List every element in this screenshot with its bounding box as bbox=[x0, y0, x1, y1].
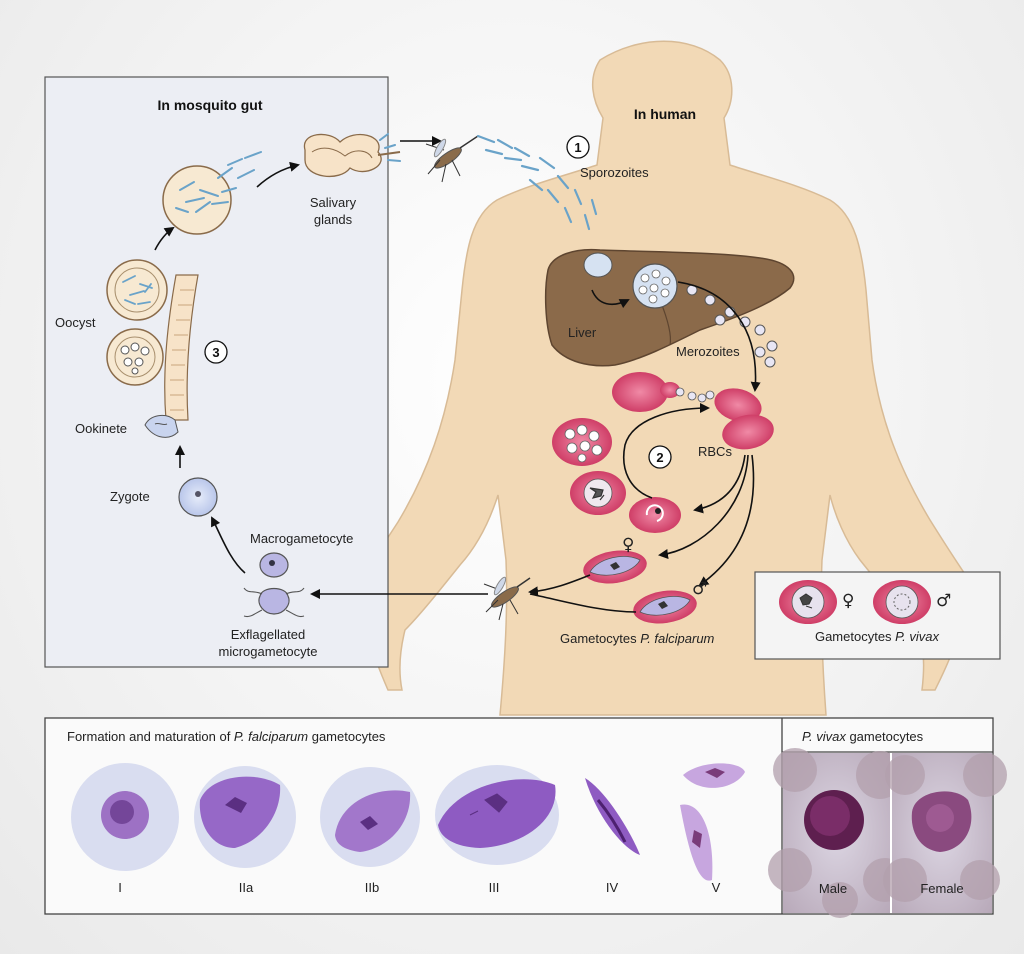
pv-gametocytes-label: Gametocytes P. vivax bbox=[815, 629, 940, 644]
pf-female-symbol: ♀ bbox=[622, 535, 634, 555]
stage-2-number: 2 bbox=[656, 450, 663, 465]
zygote-label: Zygote bbox=[110, 489, 150, 504]
sporozoites-label: Sporozoites bbox=[580, 165, 649, 180]
pf-gametocytes-label: Gametocytes P. falciparum bbox=[560, 631, 715, 646]
stage-label-III: III bbox=[489, 880, 500, 895]
pf-maturation-title: Formation and maturation of P. falciparu… bbox=[67, 729, 386, 744]
pv-male-symbol: ♂ bbox=[936, 591, 951, 611]
liver-development-arrow bbox=[591, 289, 630, 309]
microgametocyte-label-line2: microgametocyte bbox=[219, 644, 318, 659]
pv-female-label: Female bbox=[920, 881, 963, 896]
merozoite-release-arrow bbox=[677, 281, 761, 392]
infected-hepatocyte-early bbox=[583, 252, 613, 278]
rbcs-label: RBCs bbox=[698, 444, 732, 459]
stage-1-number: 1 bbox=[574, 140, 581, 155]
liver-schizont bbox=[632, 263, 678, 309]
pv-micrograph-title-species: P. vivax bbox=[802, 729, 846, 744]
salivary-glands-label-line2: glands bbox=[314, 212, 353, 227]
stage-label-IIb: IIb bbox=[365, 880, 379, 895]
mosquito-biting-bottom bbox=[483, 576, 531, 621]
pv-female-symbol: ♀ bbox=[842, 591, 854, 611]
oocyst-label: Oocyst bbox=[55, 315, 96, 330]
stage-3-marker bbox=[204, 340, 228, 364]
pv-micrograph-title: P. vivax gametocytes bbox=[802, 729, 924, 744]
pf-maturation-title-species: P. falciparum bbox=[234, 729, 308, 744]
stage-I-micrograph bbox=[71, 763, 179, 871]
stage-label-V: V bbox=[712, 880, 721, 895]
pv-female-micrograph bbox=[883, 753, 1007, 913]
salivary-glands-label-line1: Salivary bbox=[310, 195, 357, 210]
mosquito-biting-top bbox=[425, 135, 479, 183]
pv-male-label: Male bbox=[819, 881, 847, 896]
stage-3-number: 3 bbox=[212, 345, 219, 360]
stage-IIb-micrograph bbox=[320, 767, 420, 867]
microgametocyte-label-line1: Exflagellated bbox=[231, 627, 305, 642]
ruptured-oocyst-illustration bbox=[162, 151, 262, 235]
stage-label-IIa: IIa bbox=[239, 880, 254, 895]
rbc-cycle-arrows bbox=[623, 403, 755, 587]
macrogametocyte-nucleus bbox=[269, 560, 275, 566]
sporozoites-stream bbox=[476, 134, 598, 231]
stage-1-marker bbox=[566, 135, 590, 159]
human-title: In human bbox=[634, 106, 696, 122]
stage-label-IV: IV bbox=[606, 880, 619, 895]
liver-label: Liver bbox=[568, 325, 597, 340]
gut-wall-illustration bbox=[106, 259, 199, 438]
zygote-nucleus bbox=[195, 491, 201, 497]
mosquito-cycle-arrows bbox=[154, 136, 442, 574]
pv-gametocytes-prefix: Gametocytes bbox=[815, 629, 895, 644]
salivary-glands-illustration bbox=[303, 133, 401, 178]
pv-gametocytes-species: P. vivax bbox=[895, 629, 939, 644]
rbc-cycle bbox=[552, 372, 774, 533]
pf-maturation-title-suffix: gametocytes bbox=[308, 729, 386, 744]
pv-micrograph-title-suffix: gametocytes bbox=[846, 729, 924, 744]
mosquito-panel-title: In mosquito gut bbox=[158, 97, 263, 113]
merozoites-label: Merozoites bbox=[676, 344, 740, 359]
ookinete-label: Ookinete bbox=[75, 421, 127, 436]
pf-gametocytes-species: P. falciparum bbox=[640, 631, 714, 646]
pv-gametocyte-male bbox=[873, 580, 931, 624]
stage-2-marker bbox=[648, 445, 672, 469]
stage-IV-micrograph bbox=[585, 778, 640, 855]
stage-label-I: I bbox=[118, 880, 122, 895]
liver-organ bbox=[544, 248, 795, 367]
pf-maturation-title-prefix: Formation and maturation of bbox=[67, 729, 234, 744]
stage-IIa-micrograph bbox=[194, 766, 296, 868]
macrogametocyte-label: Macrogametocyte bbox=[250, 531, 353, 546]
pv-gametocyte-female bbox=[779, 580, 837, 624]
stage-V-micrograph bbox=[680, 763, 745, 881]
stage-III-micrograph bbox=[435, 765, 559, 865]
pf-gametocytes bbox=[583, 550, 697, 624]
pf-gametocytes-prefix: Gametocytes bbox=[560, 631, 640, 646]
pf-male-symbol: ♂ bbox=[692, 579, 707, 599]
microgametocyte-cell bbox=[243, 587, 305, 618]
gametocyte-uptake-arrows bbox=[310, 574, 637, 613]
